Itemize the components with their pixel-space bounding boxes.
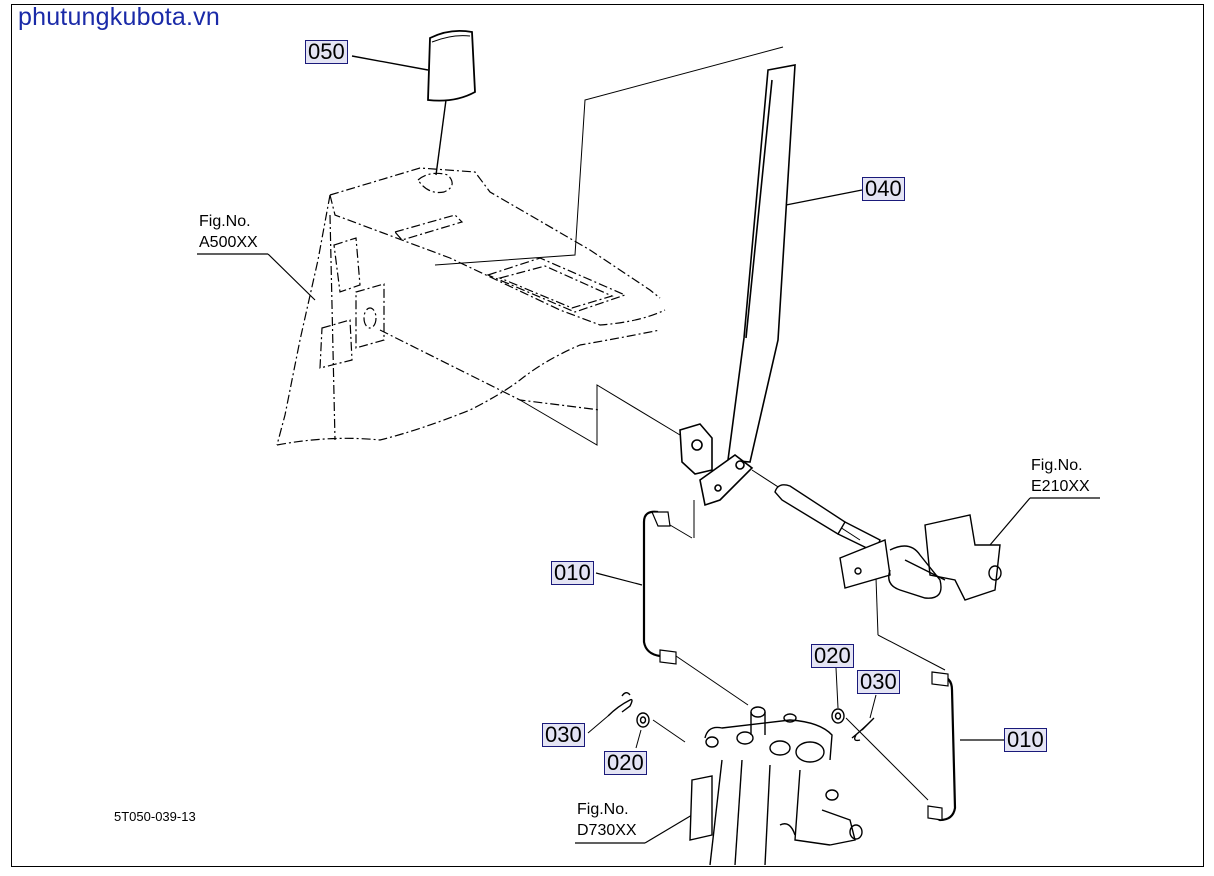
figure-ref-code: D730XX — [577, 822, 637, 839]
drawing-number: 5T050-039-13 — [114, 809, 196, 824]
lever-040-shape — [679, 64, 863, 507]
figure-ref-label: Fig.No. — [1031, 457, 1083, 474]
drawing-frame — [11, 4, 1204, 867]
part-callout-020-bottom[interactable]: 020 — [604, 751, 647, 775]
part-callout-040[interactable]: 040 — [862, 177, 905, 201]
figure-ref-e210xx[interactable]: Fig.No. E210XX — [1031, 455, 1090, 497]
figure-ref-d730xx[interactable]: Fig.No. D730XX — [577, 799, 637, 841]
part-callout-030-right[interactable]: 030 — [857, 670, 900, 694]
part-callout-030-left[interactable]: 030 — [542, 723, 585, 747]
figure-ref-label: Fig.No. — [199, 213, 251, 230]
figure-ref-a500xx[interactable]: Fig.No. A500XX — [199, 211, 258, 253]
rod-010-left-shape — [595, 510, 677, 665]
rod-010-right-shape — [927, 671, 1004, 822]
figure-ref-leaders — [197, 253, 1100, 844]
knob-050-shape — [351, 29, 476, 176]
part-callout-020-top[interactable]: 020 — [811, 644, 854, 668]
figure-ref-code: E210XX — [1031, 478, 1090, 495]
lower-assembly-shape — [689, 706, 863, 866]
shaft-bracket-shape — [774, 484, 1002, 601]
part-callout-050[interactable]: 050 — [305, 40, 348, 64]
dashboard-panel-shape — [276, 167, 666, 446]
part-callout-010-right[interactable]: 010 — [1004, 728, 1047, 752]
washers-pins-shape — [587, 667, 877, 749]
figure-ref-label: Fig.No. — [577, 801, 629, 818]
part-callout-010-left[interactable]: 010 — [551, 561, 594, 585]
watermark-text: phutungkubota.vn — [18, 3, 220, 31]
figure-ref-code: A500XX — [199, 234, 258, 251]
